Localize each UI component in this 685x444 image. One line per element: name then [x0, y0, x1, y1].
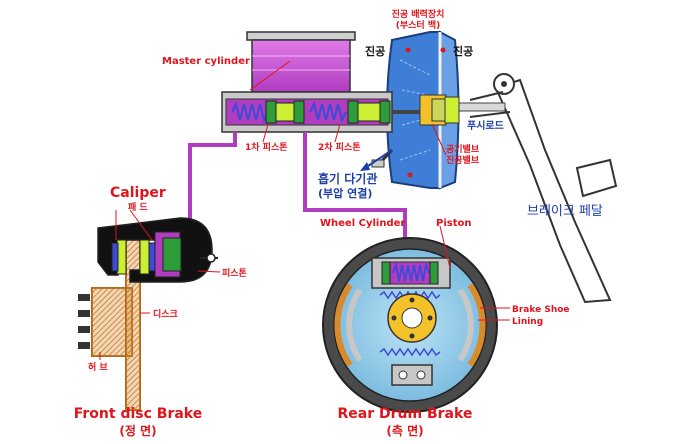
hub-label: 허 브: [88, 361, 108, 373]
piston-kr-label: 피스톤: [222, 267, 247, 279]
brake-pedal-assembly: [469, 73, 618, 304]
rear-drum-brake: [322, 237, 498, 413]
flow-arrow: [360, 149, 393, 171]
air-valve-label: 공기밸브: [446, 143, 480, 155]
secondary-piston-label: 2차 피스톤: [318, 141, 361, 153]
brake-shoe-label: Brake Shoe: [512, 305, 570, 315]
leader-lines: [99, 60, 510, 360]
front-brake-title: Front disc Brake: [74, 406, 203, 422]
wheel-cylinder-label: Wheel Cylinder: [320, 218, 405, 229]
disc-label: 디스크: [153, 308, 178, 320]
piston-en-label: Piston: [436, 218, 471, 229]
rear-brake-title: Rear Drum Brake: [338, 406, 473, 422]
vacuum-valve-label: 진공밸브: [446, 154, 480, 166]
rear-brake-subtitle: (측 면): [386, 423, 423, 438]
vacuum-left-label: 진공: [365, 44, 385, 58]
master-cylinder-label: Master cylinder: [162, 56, 250, 67]
intake-manifold-label: 흡기 다기관: [318, 171, 377, 186]
front-disc-brake: [78, 217, 218, 411]
vacuum-booster-label: 진공 배력장치: [392, 8, 445, 20]
booster-bag-label: (부스터 백): [396, 19, 440, 31]
primary-piston-label: 1차 피스톤: [245, 141, 288, 153]
pad-label: 패 드: [128, 201, 148, 213]
caliper-label: Caliper: [110, 185, 166, 201]
brake-pedal-label: 브레이크 페달: [527, 204, 603, 219]
push-rod-label: 푸시로드: [467, 120, 504, 132]
vacuum-right-label: 진공: [453, 44, 473, 58]
negative-pressure-label: (부압 연결): [318, 186, 372, 200]
lining-label: Lining: [512, 317, 543, 327]
front-brake-subtitle: (정 면): [119, 423, 156, 438]
